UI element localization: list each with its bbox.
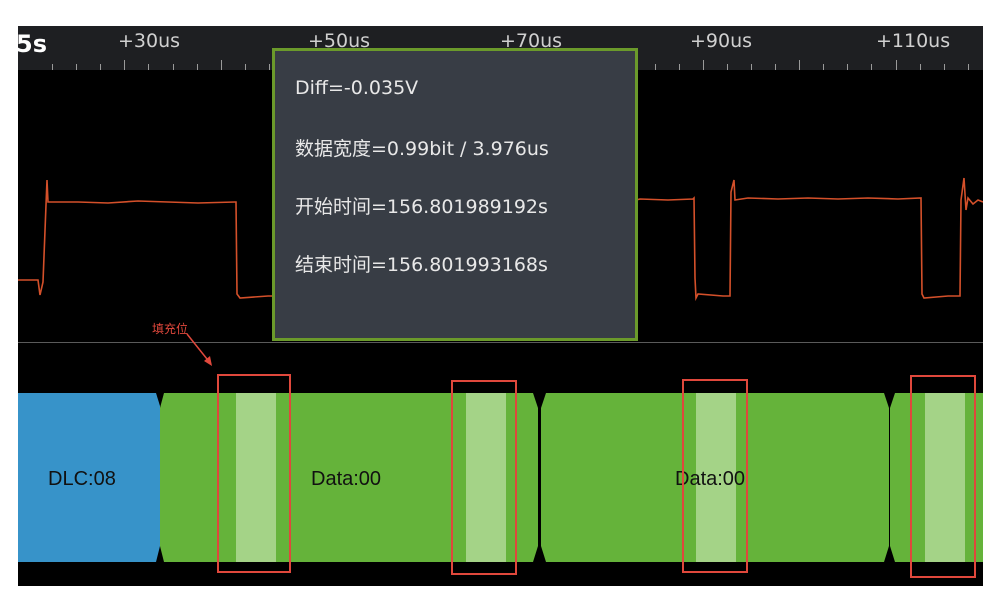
ruler-tick [847, 64, 849, 70]
waveform [18, 177, 983, 302]
ruler-tick [124, 60, 126, 70]
measurement-tooltip: Diff=-0.035V 数据宽度=0.99bit / 3.976us 开始时间… [272, 48, 638, 341]
stuff-bit-1[interactable] [236, 393, 276, 562]
annotation-arrow-icon [186, 333, 212, 366]
ruler-tick [823, 64, 825, 70]
tooltip-diff: Diff=-0.035V [295, 77, 419, 99]
channel-divider [18, 342, 983, 343]
ruler-tick [220, 60, 222, 70]
ruler-tick [172, 64, 174, 70]
ruler-tick [678, 64, 680, 70]
waveform-trace [18, 177, 983, 302]
ruler-tick [726, 64, 728, 70]
stuff-bit-highlight-4 [910, 375, 976, 578]
stuff-bit-3[interactable] [696, 393, 736, 562]
stuff-bit-highlight-3 [682, 379, 748, 573]
ruler-tick [799, 60, 801, 70]
ruler-tick [148, 64, 150, 70]
tick-label-70us: +70us [500, 30, 563, 52]
ruler-tick [919, 64, 921, 70]
segment-data-1-label: Data:00 [311, 468, 382, 490]
segment-dlc-label: DLC:08 [48, 468, 116, 490]
ruler-tick [268, 64, 270, 70]
protocol-decode-track [18, 393, 983, 562]
ruler-tick [895, 60, 897, 70]
ruler-tick [702, 60, 704, 70]
stuff-bit-4[interactable] [925, 393, 965, 562]
tick-label-50us: +50us [308, 30, 371, 52]
segment-dlc[interactable] [18, 393, 160, 562]
tooltip-start-time: 开始时间=156.801989192s [295, 196, 548, 218]
ruler-tick [654, 64, 656, 70]
ruler-tick [943, 64, 945, 70]
annotation-label: 填充位 [152, 322, 189, 336]
tick-label-90us: +90us [690, 30, 753, 52]
ruler-left-label: 5s [18, 30, 47, 58]
tooltip-end-time: 结束时间=156.801993168s [295, 254, 548, 276]
ruler-tick [52, 64, 53, 70]
stuff-bit-highlight-1 [217, 374, 291, 573]
ruler-tick [871, 64, 873, 70]
ruler-tick [100, 64, 102, 70]
tick-label-30us: +30us [118, 30, 181, 52]
ruler-tick [244, 64, 246, 70]
tooltip-data-width: 数据宽度=0.99bit / 3.976us [295, 138, 549, 160]
ruler-tick [775, 64, 776, 70]
stuff-bit-2[interactable] [466, 393, 506, 562]
tick-label-110us: +110us [876, 30, 951, 52]
stuff-bit-highlight-2 [451, 380, 517, 575]
ruler-tick [196, 64, 198, 70]
ruler-tick [750, 64, 752, 70]
ruler-tick [967, 64, 969, 70]
segment-data-2-label: Data:00 [675, 468, 746, 490]
ruler-tick [76, 64, 78, 70]
